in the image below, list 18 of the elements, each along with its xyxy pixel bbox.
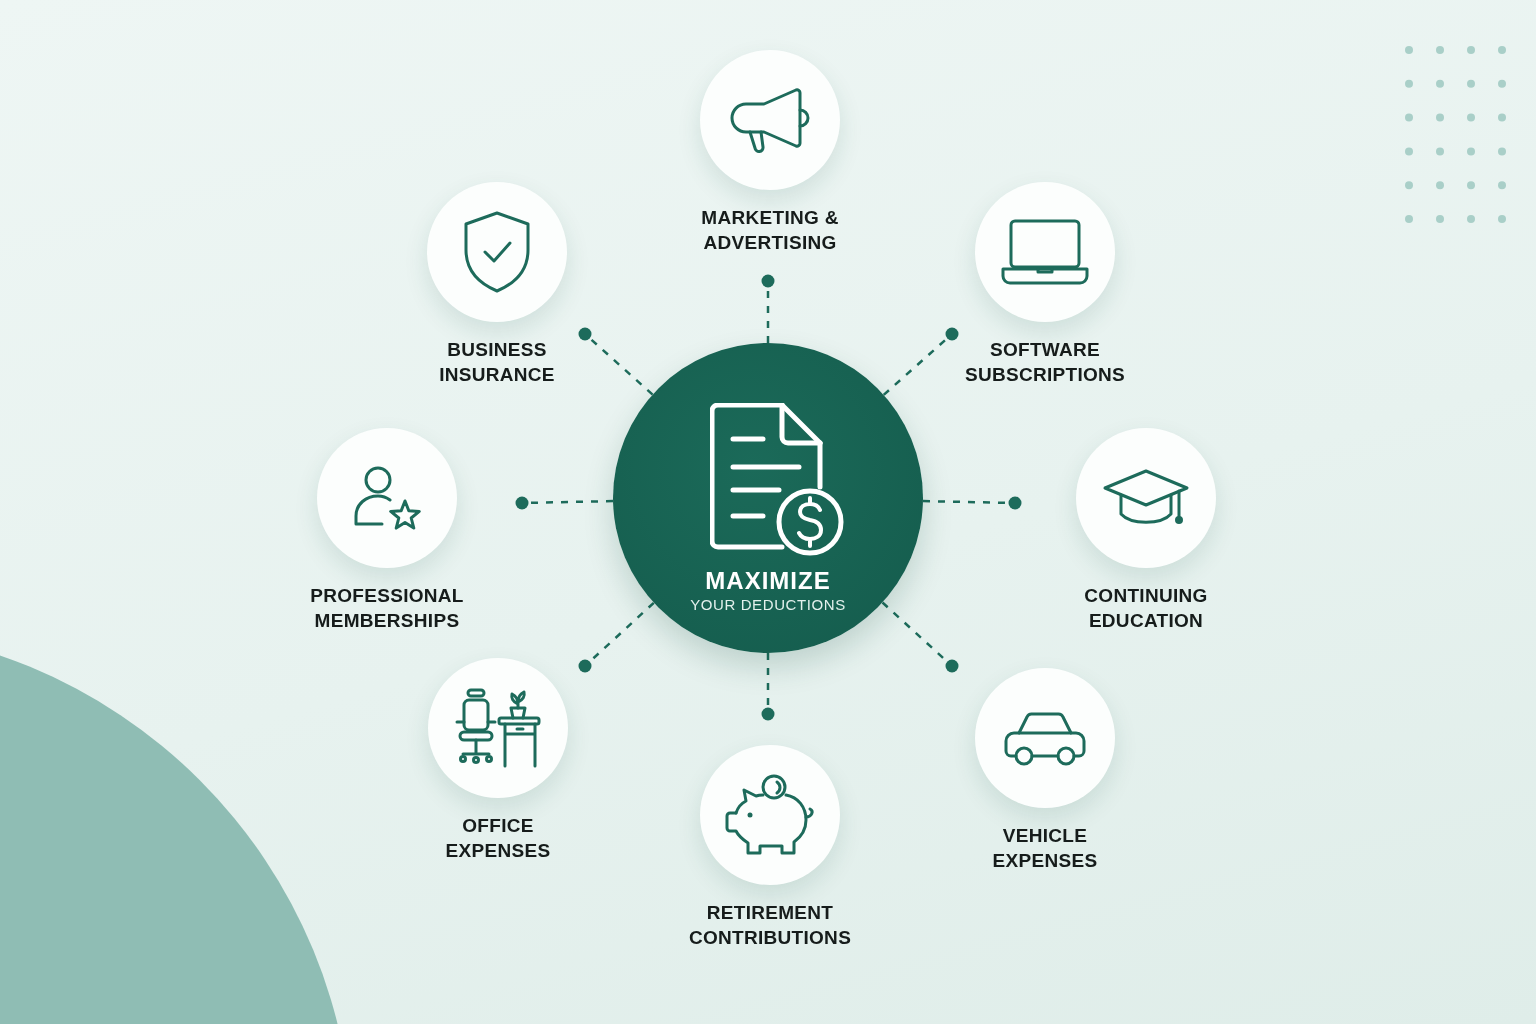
node-label: MARKETING & ADVERTISING [700,206,840,255]
node-label: RETIREMENT CONTRIBUTIONS [687,901,853,950]
dashed-connector [881,601,959,673]
node-label: PROFESSIONAL MEMBERSHIPS [309,584,465,633]
dashed-connector [515,496,614,510]
node-label: OFFICE EXPENSES [444,814,552,863]
dashed-connector [761,653,775,721]
dashed-connector [578,327,654,396]
dashed-connector [922,496,1022,510]
node-label: VEHICLE EXPENSES [991,824,1099,873]
dashed-connector [578,601,655,673]
node-label: CONTINUING EDUCATION [1083,584,1209,633]
hub-title: MAXIMIZE [705,567,831,595]
dashed-connector [761,274,775,343]
dashed-connector [882,327,959,396]
node-label: BUSINESS INSURANCE [438,338,556,387]
node-label: SOFTWARE SUBSCRIPTIONS [963,338,1127,387]
hub-subtitle: YOUR DEDUCTIONS [690,595,846,615]
